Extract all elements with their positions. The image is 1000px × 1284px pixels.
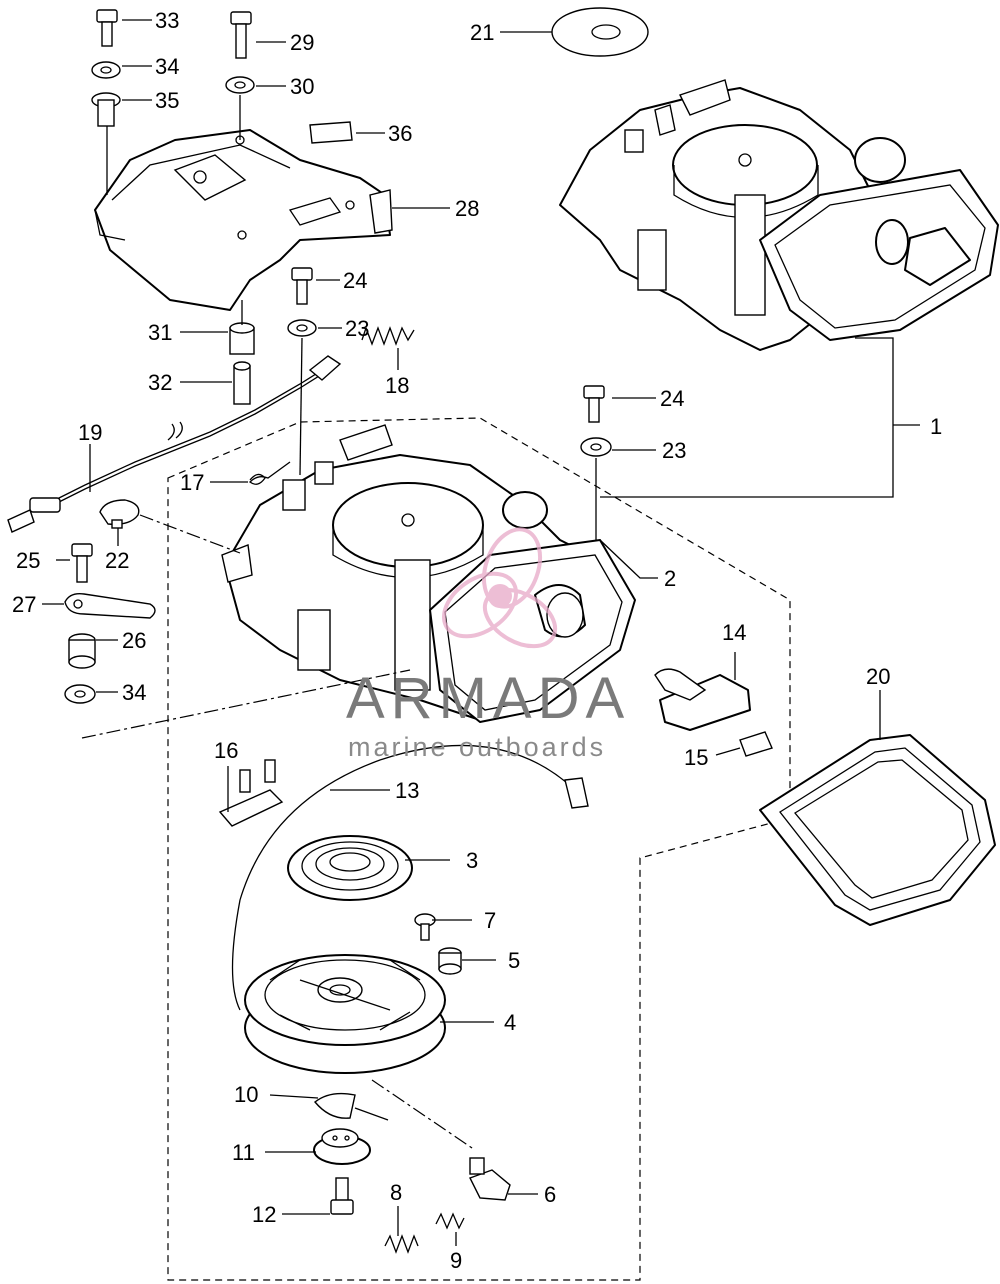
callout-16: 16 bbox=[214, 738, 238, 763]
axis-line-lower bbox=[81, 669, 411, 739]
part-4-reel bbox=[244, 954, 446, 1074]
callout-27: 27 bbox=[12, 592, 36, 617]
part-24-bolt-right bbox=[583, 385, 605, 423]
callout-13: 13 bbox=[395, 778, 419, 803]
part-29-bolt bbox=[230, 11, 252, 59]
callout-36: 36 bbox=[388, 121, 412, 146]
part-31-spacer bbox=[229, 322, 255, 355]
axis-line-reel bbox=[371, 1079, 476, 1151]
part-11-cap bbox=[313, 1128, 371, 1165]
callout-18: 18 bbox=[385, 373, 409, 398]
callout-1: 1 bbox=[930, 414, 942, 439]
callout-22: 22 bbox=[105, 548, 129, 573]
callout-9: 9 bbox=[450, 1248, 462, 1273]
part-34-washer-lower bbox=[64, 684, 96, 704]
part-16-bracket bbox=[218, 759, 284, 827]
part-24-bolt-upper bbox=[291, 267, 313, 305]
part-36-plate bbox=[309, 121, 353, 144]
part-3-spiral-spring bbox=[287, 835, 413, 901]
callout-14: 14 bbox=[722, 620, 746, 645]
callout-34-lower: 34 bbox=[122, 680, 146, 705]
watermark-subtitle: marine outboards bbox=[348, 732, 606, 762]
callout-20: 20 bbox=[866, 664, 890, 689]
part-23-washer-upper bbox=[287, 319, 317, 337]
callout-35: 35 bbox=[155, 88, 179, 113]
part-28-cover bbox=[94, 129, 393, 311]
callout-23-upper: 23 bbox=[345, 316, 369, 341]
part-34-washer bbox=[91, 61, 121, 79]
callout-3: 3 bbox=[466, 848, 478, 873]
callout-24-upper: 24 bbox=[343, 268, 367, 293]
part-10-tail bbox=[354, 1107, 389, 1121]
part-18-spring bbox=[361, 326, 415, 346]
callout-17: 17 bbox=[180, 470, 204, 495]
part-20-seal bbox=[759, 734, 996, 926]
axis-line-housing bbox=[139, 514, 241, 554]
part-32-collar bbox=[233, 361, 251, 405]
part-2-starter-housing bbox=[221, 424, 636, 723]
part-6-pawl bbox=[469, 1157, 511, 1201]
callout-12: 12 bbox=[252, 1202, 276, 1227]
part-7-screw bbox=[414, 913, 436, 941]
callout-7: 7 bbox=[484, 908, 496, 933]
part-33-bolt bbox=[96, 9, 118, 47]
part-15-clip bbox=[739, 731, 773, 757]
watermark-logo-propeller bbox=[441, 527, 558, 649]
leader-lines bbox=[42, 19, 920, 1246]
part-35-collar bbox=[91, 92, 121, 127]
axis-line-bolt-24 bbox=[299, 337, 303, 476]
part-12-screw bbox=[330, 1177, 354, 1215]
part-1-starter-assembly bbox=[559, 79, 999, 351]
callout-21: 21 bbox=[470, 20, 494, 45]
callout-32: 32 bbox=[148, 370, 172, 395]
part-23-washer-right bbox=[580, 437, 612, 457]
callout-26: 26 bbox=[122, 628, 146, 653]
part-25-bolt bbox=[71, 543, 93, 583]
part-26-spacer bbox=[68, 633, 96, 669]
callout-30: 30 bbox=[290, 74, 314, 99]
callout-4: 4 bbox=[504, 1010, 516, 1035]
part-10-leaf bbox=[314, 1092, 356, 1119]
part-22-cam bbox=[99, 499, 140, 529]
callout-33: 33 bbox=[155, 8, 179, 33]
callout-5: 5 bbox=[508, 948, 520, 973]
part-14-starter-handle bbox=[654, 668, 751, 731]
callout-25: 25 bbox=[16, 548, 40, 573]
callout-34-upper: 34 bbox=[155, 54, 179, 79]
callout-19: 19 bbox=[78, 420, 102, 445]
callout-23-right: 23 bbox=[662, 438, 686, 463]
callout-6: 6 bbox=[544, 1182, 556, 1207]
part-19-cable bbox=[7, 355, 342, 533]
callout-labels: 33 34 35 29 30 36 28 21 24 23 18 31 32 2… bbox=[12, 8, 942, 1273]
part-13-rope-end bbox=[564, 777, 589, 809]
callout-15: 15 bbox=[684, 745, 708, 770]
callout-29: 29 bbox=[290, 30, 314, 55]
part-21-disc bbox=[551, 7, 649, 57]
part-5-bushing bbox=[438, 947, 462, 975]
callout-31: 31 bbox=[148, 320, 172, 345]
callout-8: 8 bbox=[390, 1180, 402, 1205]
part-9-spring bbox=[435, 1212, 465, 1230]
part-30-washer bbox=[225, 76, 255, 94]
callout-11: 11 bbox=[232, 1140, 255, 1165]
part-8-spring bbox=[384, 1234, 419, 1254]
callout-28: 28 bbox=[455, 196, 479, 221]
part-13-rope bbox=[231, 744, 576, 1011]
watermark: ARMADA marine outboards bbox=[346, 527, 630, 762]
callout-2: 2 bbox=[664, 566, 676, 591]
watermark-title: ARMADA bbox=[346, 666, 630, 731]
part-27-lever bbox=[64, 592, 156, 619]
part-17-spring bbox=[249, 461, 291, 485]
callout-24-right: 24 bbox=[660, 386, 684, 411]
callout-10: 10 bbox=[234, 1082, 258, 1107]
